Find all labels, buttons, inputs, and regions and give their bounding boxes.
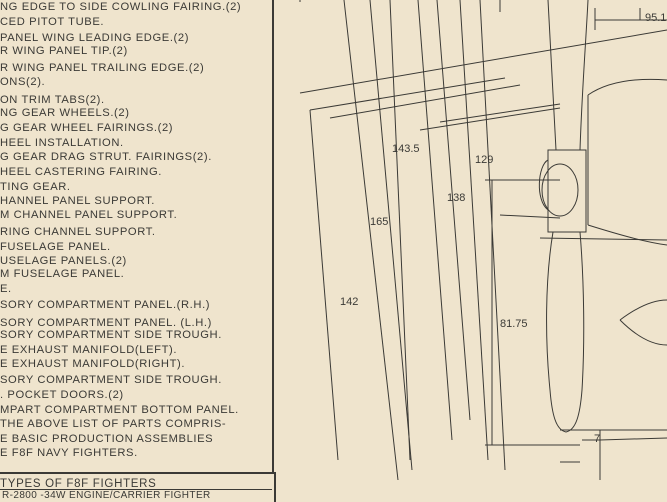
extension-line xyxy=(309,77,506,111)
parts-list-item: HEEL INSTALLATION. xyxy=(0,137,124,149)
parts-list-item: M FUSELAGE PANEL. xyxy=(0,268,125,280)
parts-list: NG EDGE TO SIDE COWLING FAIRING.(2) CED … xyxy=(0,0,274,472)
parts-list-item: . POCKET DOORS.(2) xyxy=(0,389,124,401)
dimension-line-138 xyxy=(417,0,453,441)
parts-list-item: NG GEAR WHEELS.(2) xyxy=(0,107,130,119)
parts-list-item: HANNEL PANEL SUPPORT. xyxy=(0,195,155,207)
parts-list-item: SORY COMPARTMENT SIDE TROUGH. xyxy=(0,329,222,341)
parts-list-item: E BASIC PRODUCTION ASSEMBLIES xyxy=(0,433,214,445)
parts-list-item: ON TRIM TABS(2). xyxy=(0,94,105,106)
parts-list-item: G GEAR WHEEL FAIRINGS.(2) xyxy=(0,122,174,134)
parts-list-item: USELAGE PANELS.(2) xyxy=(0,255,127,267)
propeller-hub xyxy=(547,149,587,233)
propeller-blade-lower xyxy=(546,231,585,433)
types-line-2: R-2800 -34W ENGINE/CARRIER FIGHTER xyxy=(2,490,211,501)
dimension-label-138: 138 xyxy=(447,192,465,204)
dimension-label-142: 142 xyxy=(340,296,358,308)
parts-list-item: PANEL WING LEADING EDGE.(2) xyxy=(0,32,190,44)
parts-list-item: CED PITOT TUBE. xyxy=(0,16,105,28)
dimension-label-81-75: 81.75 xyxy=(500,318,528,330)
parts-list-item: TING GEAR. xyxy=(0,181,71,193)
dimension-labels: 142 165 143.5 138 129 81.75 7 95.1 xyxy=(340,12,666,445)
parts-list-item: SORY COMPARTMENT PANEL.(R.H.) xyxy=(0,299,211,311)
parts-list-item: M CHANNEL PANEL SUPPORT. xyxy=(0,209,178,221)
extension-line xyxy=(439,103,561,123)
parts-list-item: E EXHAUST MANIFOLD(LEFT). xyxy=(0,344,178,356)
dimension-label-7: 7 xyxy=(594,433,600,445)
dimension-line-129 xyxy=(459,0,489,461)
extension-line xyxy=(329,84,521,119)
parts-list-item: MPART COMPARTMENT BOTTOM PANEL. xyxy=(0,404,239,416)
parts-list-item: NG EDGE TO SIDE COWLING FAIRING.(2) xyxy=(0,1,242,13)
propeller-blade-upper xyxy=(547,0,589,151)
parts-list-item: FUSELAGE PANEL. xyxy=(0,241,111,253)
parts-list-item: RING CHANNEL SUPPORT. xyxy=(0,226,156,238)
dimension-label-129: 129 xyxy=(475,154,493,166)
cowl-outline xyxy=(587,78,667,96)
parts-list-item: E. xyxy=(0,283,12,295)
parts-list-item: E F8F NAVY FIGHTERS. xyxy=(0,447,138,459)
dimension-label-143-5: 143.5 xyxy=(392,143,420,155)
extension-line xyxy=(419,107,561,131)
types-title: TYPES OF F8F FIGHTERS xyxy=(0,478,157,490)
parts-list-item: R WING PANEL TRAILING EDGE.(2) xyxy=(0,62,205,74)
parts-list-item: E EXHAUST MANIFOLD(RIGHT). xyxy=(0,358,186,370)
dimension-line-142 xyxy=(309,109,339,461)
dimension-label-95: 95.1 xyxy=(645,12,666,24)
parts-list-item: SORY COMPARTMENT PANEL. (L.H.) xyxy=(0,317,212,329)
types-box: TYPES OF F8F FIGHTERS xyxy=(0,472,276,502)
parts-list-item: R WING PANEL TIP.(2) xyxy=(0,45,128,57)
parts-list-item: HEEL CASTERING FAIRING. xyxy=(0,166,162,178)
dimension-label-165: 165 xyxy=(370,216,388,228)
parts-list-item: THE ABOVE LIST OF PARTS COMPRIS- xyxy=(0,418,227,430)
dimension-line-165 xyxy=(343,0,399,481)
dimension-line-143-5 xyxy=(369,0,413,471)
parts-list-item: SORY COMPARTMENT SIDE TROUGH. xyxy=(0,374,222,386)
parts-list-item: G GEAR DRAG STRUT. FAIRINGS(2). xyxy=(0,151,212,163)
types-divider xyxy=(0,489,272,490)
parts-list-item: ONS(2). xyxy=(0,76,46,88)
